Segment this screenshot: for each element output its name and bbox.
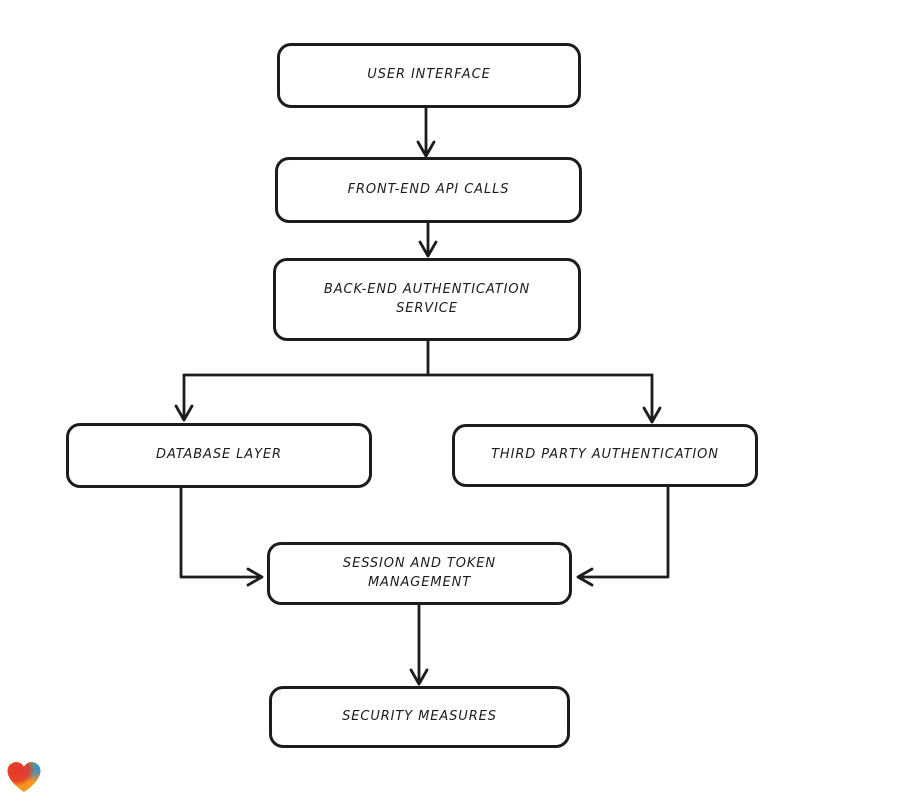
node-security-measures-label: SECURITY MEASURES xyxy=(342,708,497,724)
node-session-and-token-management-label: SESSION AND TOKEN MANAGEMENT xyxy=(342,555,497,590)
arrow-third-party-to-session xyxy=(576,485,670,587)
node-database-layer: DATABASE LAYER xyxy=(66,423,372,488)
node-database-layer-label: DATABASE LAYER xyxy=(156,447,282,463)
arrow-database-to-session xyxy=(179,486,264,587)
node-user-interface-label: USER INTERFACE xyxy=(367,67,491,83)
node-session-and-token-management: SESSION AND TOKEN MANAGEMENT xyxy=(267,542,572,605)
node-front-end-api-calls-label: FRONT-END API CALLS xyxy=(347,181,510,197)
arrow-back-end-to-third-party xyxy=(642,373,662,424)
node-third-party-authentication: THIRD PARTY AUTHENTICATION xyxy=(452,424,758,487)
node-security-measures: SECURITY MEASURES xyxy=(269,686,570,748)
arrow-session-to-security xyxy=(409,603,429,686)
node-back-end-authentication-service: BACK-END AUTHENTICATION SERVICE xyxy=(273,258,581,341)
node-back-end-authentication-service-label: BACK-END AUTHENTICATION SERVICE xyxy=(323,281,531,316)
gradient-heart-logo xyxy=(7,762,41,792)
node-front-end-api-calls: FRONT-END API CALLS xyxy=(275,157,582,223)
node-third-party-authentication-label: THIRD PARTY AUTHENTICATION xyxy=(491,447,719,463)
arrow-user-interface-to-front-end xyxy=(416,106,436,158)
arrow-back-end-branch-trunk xyxy=(182,339,654,377)
arrow-front-end-to-back-end xyxy=(418,221,438,258)
node-user-interface: USER INTERFACE xyxy=(277,43,581,108)
arrow-back-end-to-database-layer xyxy=(174,373,194,422)
